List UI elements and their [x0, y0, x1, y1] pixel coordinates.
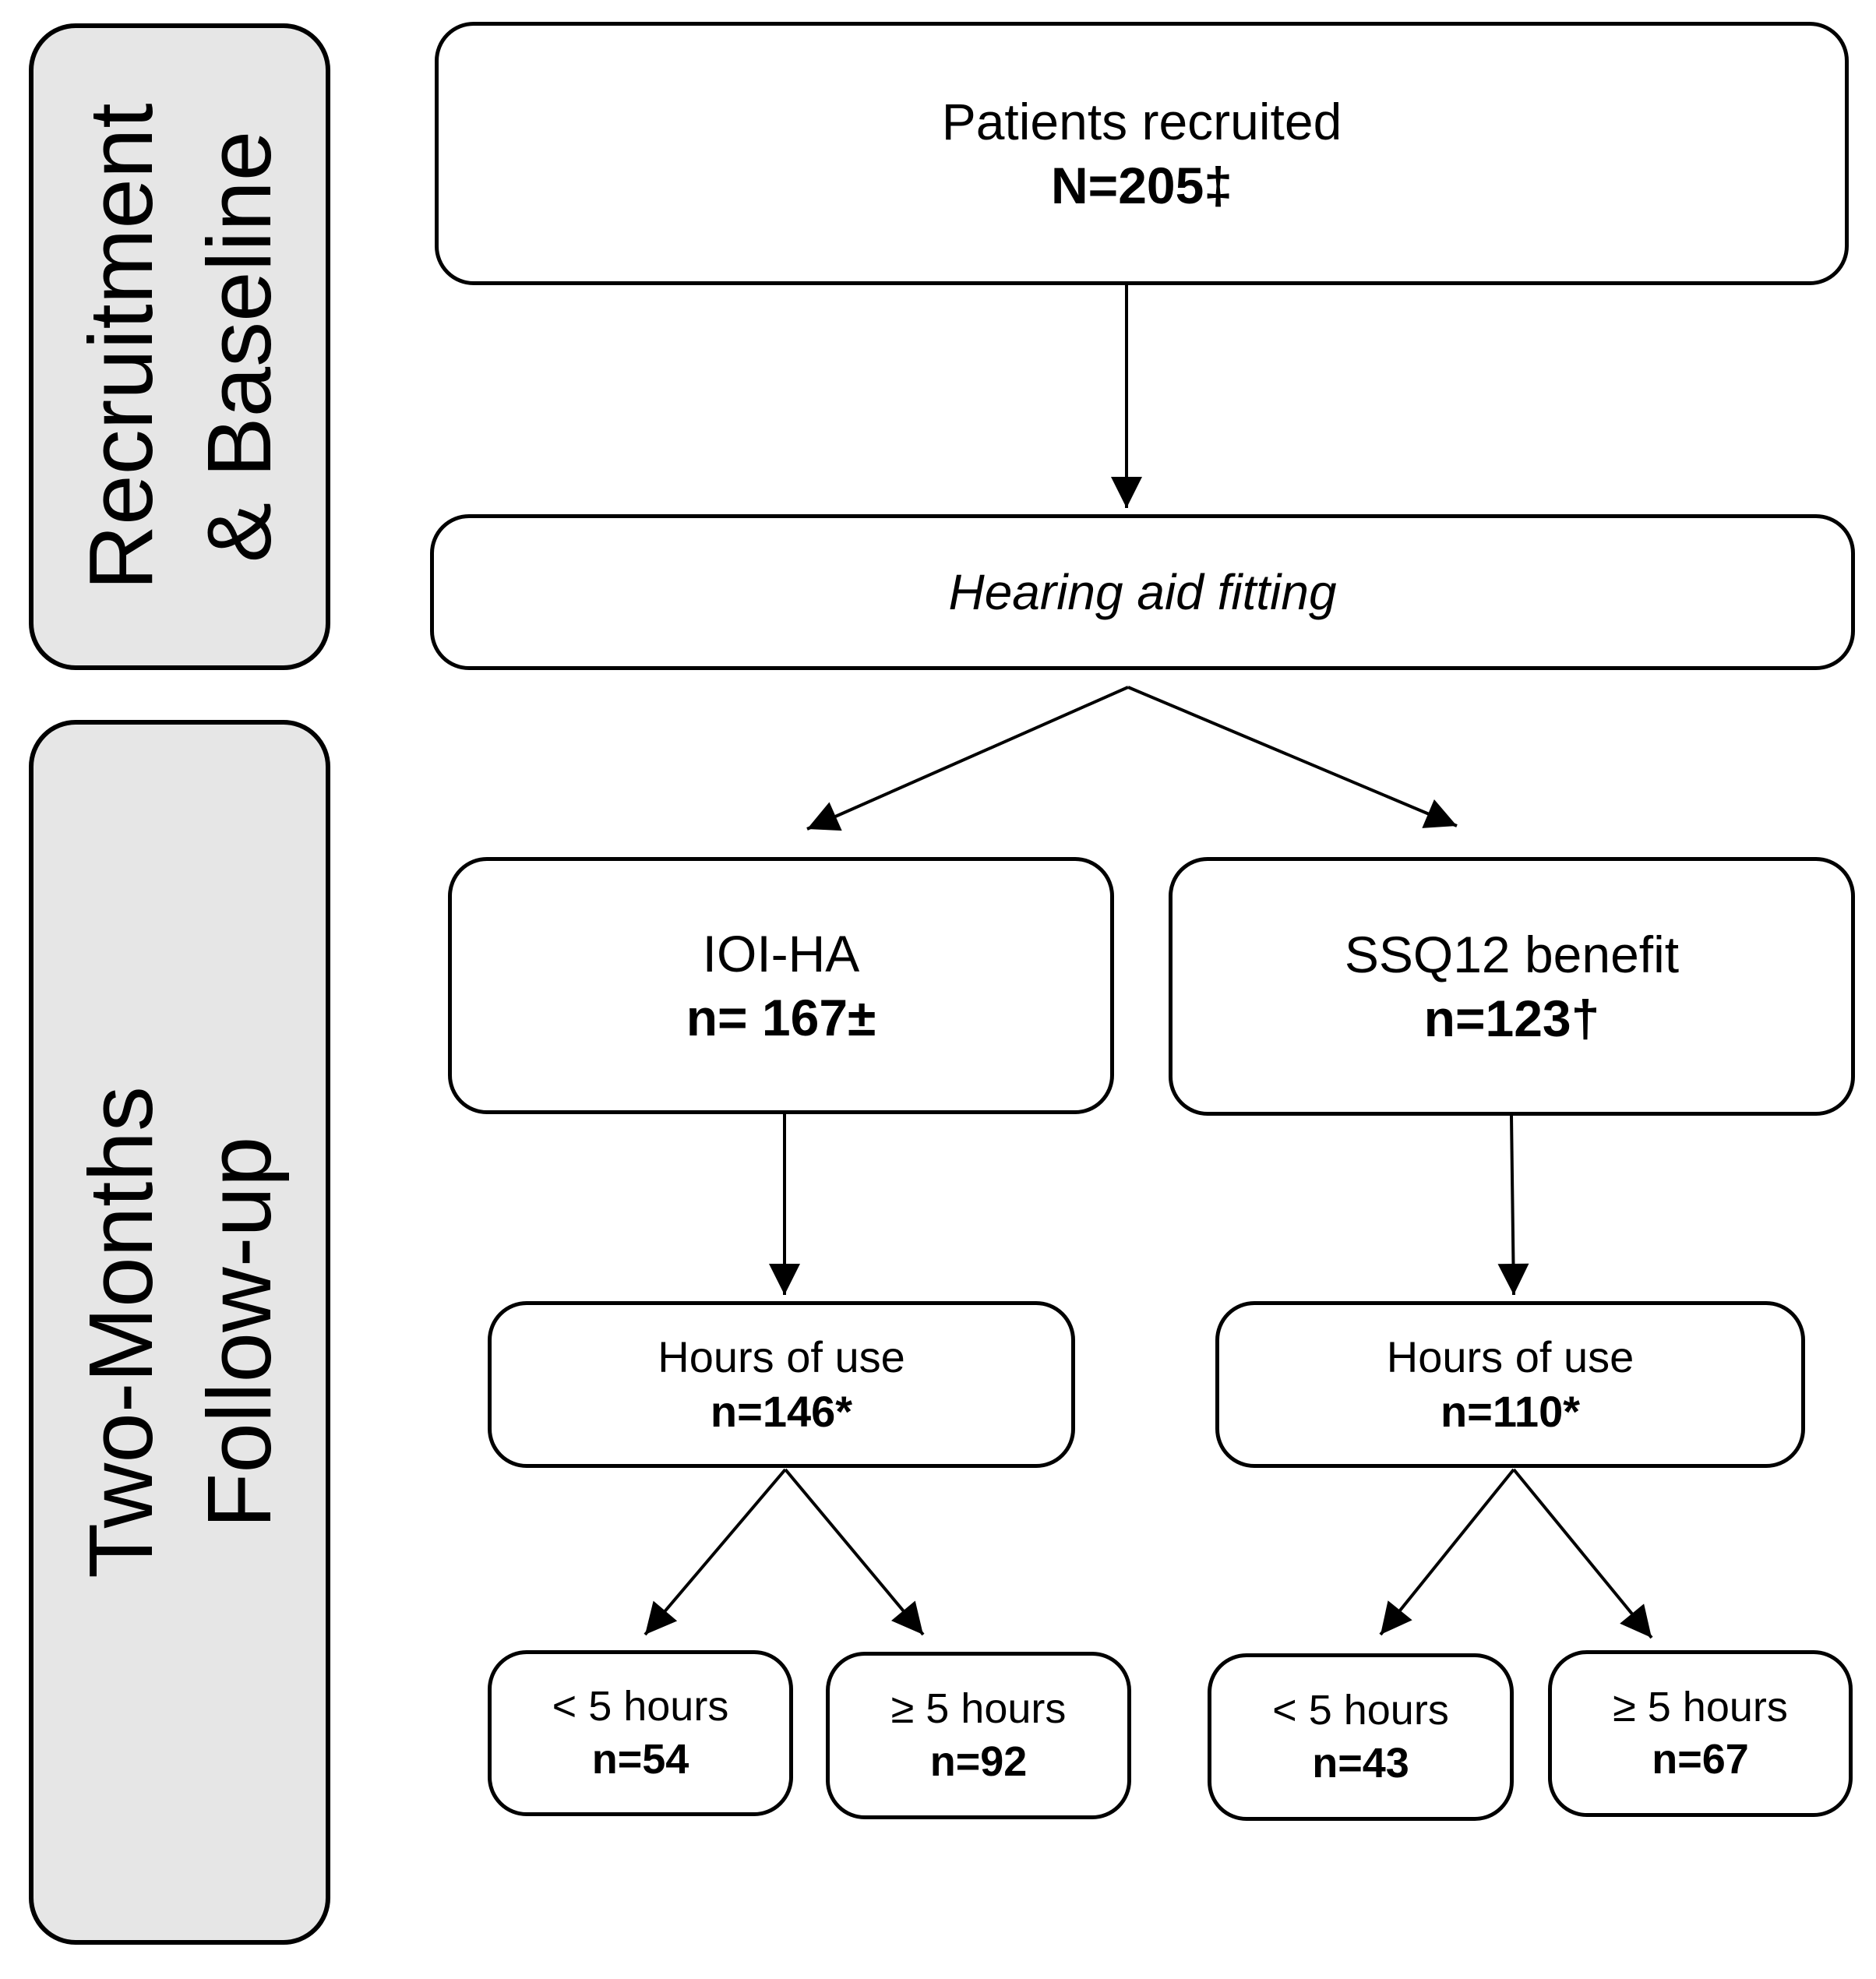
node-count: n= 167±	[686, 989, 876, 1046]
node-ioi-ha: IOI-HA n= 167±	[448, 857, 1114, 1114]
node-count: n=67	[1652, 1736, 1749, 1783]
node-count: n=110*	[1440, 1387, 1581, 1436]
arrow-ssq12-to-hours	[1497, 1115, 1529, 1296]
node-title: < 5 hours	[552, 1683, 729, 1730]
node-title: Hours of use	[658, 1332, 905, 1381]
node-title: Hours of use	[1386, 1332, 1634, 1381]
phase-panel-two-months-follow-up: Two-Months Follow-up	[29, 720, 330, 1945]
node-right-less-than-5-hours: < 5 hours n=43	[1208, 1653, 1514, 1821]
node-hours-of-use-left: Hours of use n=146*	[488, 1301, 1075, 1468]
phase-label-recruitment-baseline: Recruitment & Baseline	[62, 103, 298, 590]
arrow-hours-left-to-lt5	[644, 1468, 787, 1636]
node-hours-of-use-right: Hours of use n=110*	[1215, 1301, 1805, 1468]
phase-label-line2: & Baseline	[188, 130, 290, 563]
arrow-hours-right-to-ge5	[1512, 1468, 1653, 1639]
node-ssq12-benefit: SSQ12 benefit n=123†	[1169, 857, 1855, 1116]
node-count: n=92	[929, 1737, 1028, 1785]
node-left-less-than-5-hours: < 5 hours n=54	[488, 1650, 793, 1816]
node-title: SSQ12 benefit	[1344, 925, 1680, 983]
node-count: n=43	[1312, 1739, 1409, 1787]
node-title: ≥ 5 hours	[1613, 1683, 1788, 1730]
phase-label-line1: Recruitment	[69, 103, 171, 591]
phase-label-line2: Follow-up	[188, 1136, 290, 1529]
phase-panel-recruitment-baseline: Recruitment & Baseline	[29, 23, 330, 670]
node-count: N=205‡	[1050, 157, 1233, 214]
node-count: n=54	[591, 1735, 689, 1783]
node-title: ≥ 5 hours	[890, 1685, 1067, 1732]
node-left-at-least-5-hours: ≥ 5 hours n=92	[826, 1652, 1131, 1819]
phase-label-two-months-follow-up: Two-Months Follow-up	[62, 1086, 298, 1579]
arrow-hours-right-to-lt5	[1379, 1468, 1515, 1636]
arrow-fitting-to-ssq12	[1127, 686, 1458, 828]
node-count: n=146*	[710, 1387, 853, 1436]
arrow-fitting-to-ioi-ha	[806, 686, 1129, 831]
node-hearing-aid-fitting: Hearing aid fitting	[430, 514, 1855, 670]
node-patients-recruited: Patients recruited N=205‡	[435, 22, 1849, 285]
node-count: n=123†	[1423, 990, 1600, 1047]
node-title: Hearing aid fitting	[948, 564, 1337, 620]
node-right-at-least-5-hours: ≥ 5 hours n=67	[1548, 1650, 1853, 1817]
node-title: < 5 hours	[1272, 1687, 1449, 1734]
phase-label-line1: Two-Months	[69, 1086, 171, 1579]
node-title: Patients recruited	[941, 92, 1342, 150]
arrow-hours-left-to-ge5	[784, 1468, 925, 1636]
node-title: IOI-HA	[702, 924, 860, 982]
